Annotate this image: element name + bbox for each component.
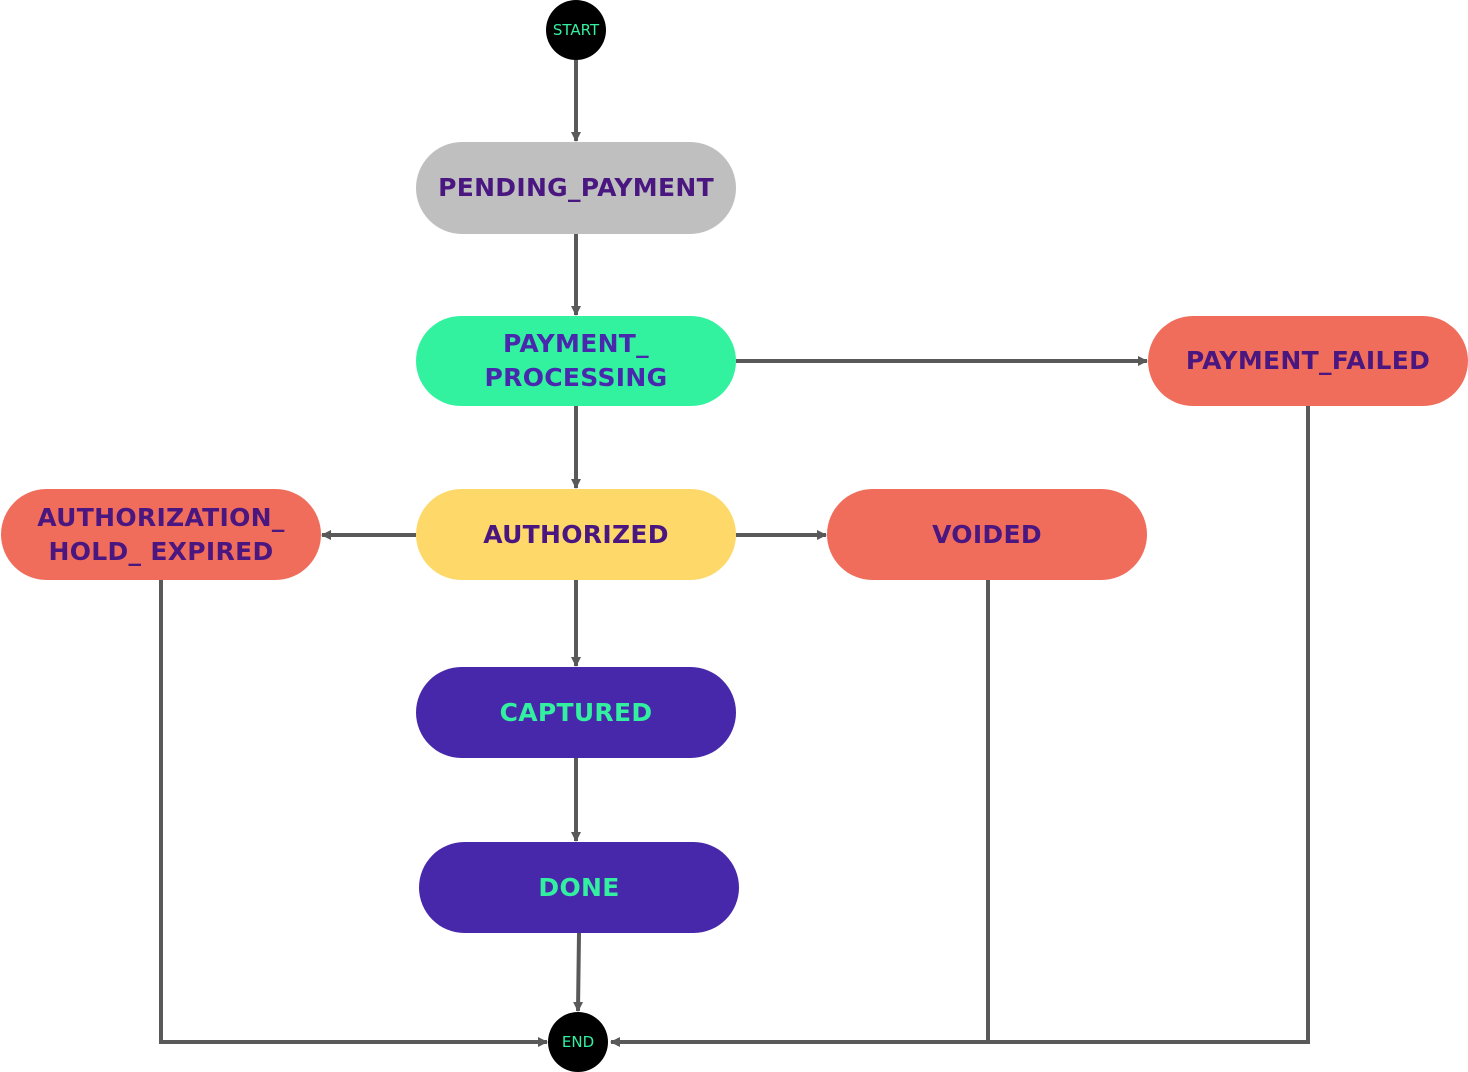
state-pending-payment: PENDING_PAYMENT: [416, 142, 736, 234]
edge-authorization-hold-expired-to-end: [159, 580, 548, 1047]
state-voided: VOIDED: [827, 489, 1147, 580]
end-label: END: [561, 1033, 595, 1051]
state-label: PENDING_PAYMENT: [438, 173, 714, 202]
state-authorized: AUTHORIZED: [416, 489, 736, 580]
state-label: VOIDED: [932, 519, 1042, 549]
start-label: START: [552, 21, 600, 39]
state-label: AUTHORIZATION_ HOLD_ EXPIRED: [37, 502, 285, 566]
state-payment-failed: PAYMENT_FAILED: [1148, 316, 1468, 406]
state-label: PAYMENT_ PROCESSING: [484, 329, 668, 392]
state-label: AUTHORIZED: [483, 519, 669, 549]
state-payment-processing: PAYMENT_ PROCESSING: [416, 316, 736, 406]
state-label: CAPTURED: [499, 697, 653, 727]
state-label: PAYMENT_FAILED: [1185, 346, 1431, 375]
edge-payment-failed-to-end: [988, 406, 1310, 1044]
state-done: DONE: [419, 842, 739, 933]
state-authorization-hold-expired: AUTHORIZATION_ HOLD_ EXPIRED: [1, 489, 321, 580]
start-node: START: [546, 0, 606, 60]
end-node: END: [548, 1012, 608, 1072]
edge-done-to-end: [573, 932, 584, 1012]
state-captured: CAPTURED: [416, 667, 736, 758]
state-label: DONE: [538, 872, 620, 902]
edge-voided-to-end: [610, 580, 990, 1047]
